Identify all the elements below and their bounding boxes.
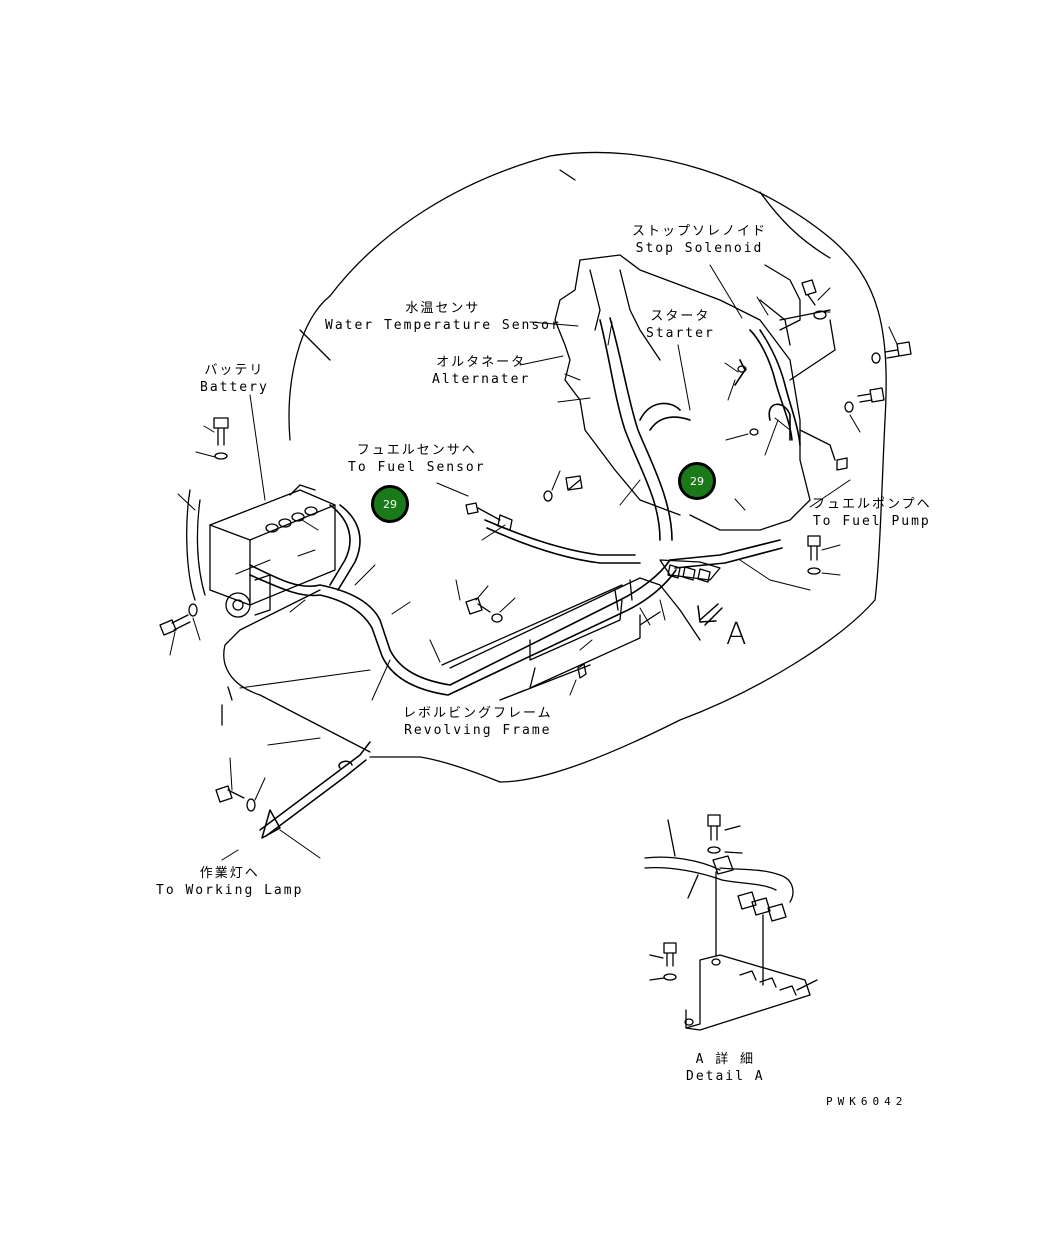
counterweight-outline [288, 151, 887, 783]
battery-jp: バッテリ [204, 363, 265, 378]
alternator-label: オルタネータ Alternater [432, 354, 530, 388]
working-lamp-label: 作業灯ヘ To Working Lamp [156, 865, 303, 899]
water-temp-sensor-en: Water Temperature Sensor [325, 318, 561, 333]
drawing-reference-number: PWK6042 [826, 1095, 908, 1108]
starter-jp: スタータ [650, 309, 711, 324]
detail-a-label: A 詳 細 Detail A [686, 1051, 765, 1085]
callout-marker-29-left[interactable]: 29 [371, 485, 409, 523]
leader-lines [169, 264, 898, 861]
fuel-pump-en: To Fuel Pump [812, 514, 931, 529]
revolving-frame-label: レボルビングフレーム Revolving Frame [403, 705, 553, 739]
revolving-frame-en: Revolving Frame [404, 723, 552, 738]
water-temp-sensor-jp: 水温センサ [405, 301, 481, 316]
engine-harness [599, 317, 801, 541]
detail-a-drawing [644, 814, 818, 1031]
working-lamp-harness [259, 741, 371, 839]
view-a-arrow [697, 603, 723, 626]
starter-en: Starter [646, 326, 715, 341]
battery-en: Battery [200, 380, 269, 395]
fuel-sensor-connector [465, 502, 513, 531]
fuel-pump-label: フュエルポンプヘ To Fuel Pump [812, 496, 932, 530]
alternator-en: Alternater [432, 372, 531, 387]
stop-solenoid-label: ストップソレノイド Stop Solenoid [632, 223, 767, 257]
main-harness [249, 504, 783, 696]
view-a-letter: A [726, 617, 747, 652]
fuel-pump-jp: フュエルポンプヘ [812, 497, 932, 512]
starter-label: スタータ Starter [646, 308, 715, 342]
battery-body [186, 484, 336, 606]
frame-connectors [659, 559, 721, 583]
stop-solenoid-jp: ストップソレノイド [632, 224, 768, 239]
detail-a-jp: A 詳 細 [695, 1052, 756, 1067]
revolving-frame [221, 577, 701, 753]
fasteners [159, 279, 912, 812]
battery-label: バッテリ Battery [200, 362, 269, 396]
fuel-sensor-jp: フュエルセンサヘ [356, 443, 477, 458]
working-lamp-jp: 作業灯ヘ [199, 866, 260, 881]
working-lamp-en: To Working Lamp [156, 883, 304, 898]
water-temp-sensor-label: 水温センサ Water Temperature Sensor [325, 300, 561, 334]
horn-component [225, 574, 271, 618]
stop-solenoid-en: Stop Solenoid [635, 241, 764, 256]
revolving-frame-jp: レボルビングフレーム [403, 706, 553, 721]
alternator-jp: オルタネータ [436, 355, 527, 370]
fuel-sensor-label: フュエルセンサヘ To Fuel Sensor [348, 442, 486, 476]
engine-outline [554, 254, 836, 531]
fuel-sensor-en: To Fuel Sensor [348, 460, 486, 475]
callout-marker-29-right[interactable]: 29 [678, 462, 716, 500]
detail-a-en: Detail A [686, 1069, 765, 1084]
